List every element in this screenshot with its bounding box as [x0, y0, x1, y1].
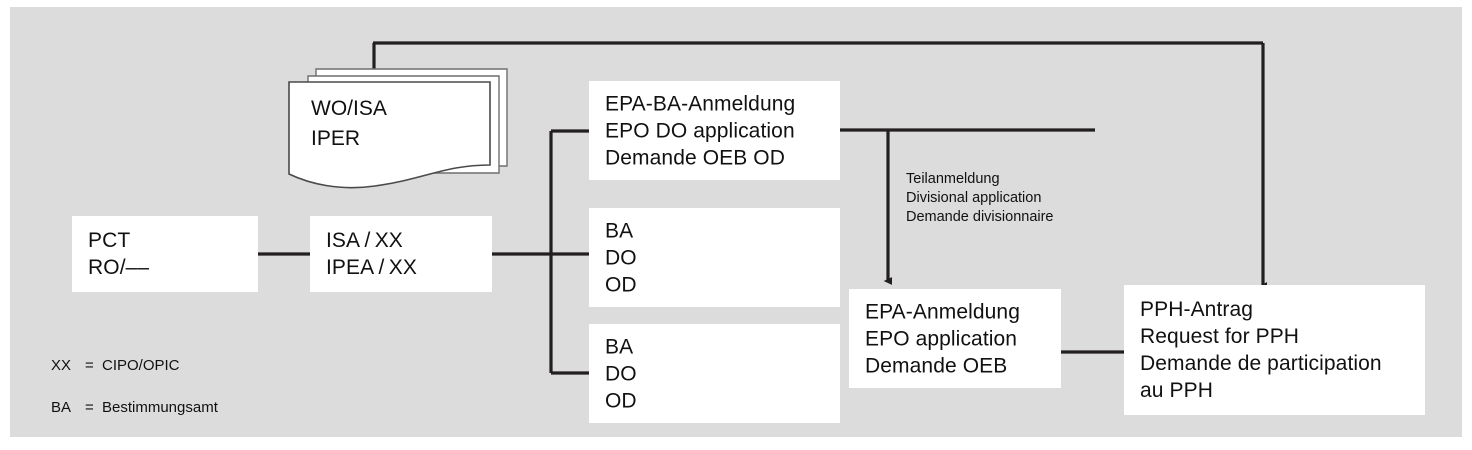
box-pph-line-1: PPH-Antrag — [1140, 298, 1254, 321]
legend-xx-eq: = — [85, 357, 94, 374]
legend-row-xx: XX = CIPO/OPIC — [51, 355, 180, 376]
box-pph-text: PPH-Antrag Request for PPH Demande de pa… — [1140, 296, 1382, 404]
box-isa-ipea-text: ISA / XX IPEA / XX — [326, 227, 417, 281]
box-epa-line-3: Demande OEB — [865, 354, 1008, 377]
box-isa-ipea[interactable]: ISA / XX IPEA / XX — [310, 216, 492, 292]
box-pph-line-2: Request for PPH — [1140, 325, 1300, 348]
legend-xx-key: XX — [51, 357, 72, 374]
legend-ba-eq: = — [85, 399, 94, 416]
legend-xx: XX = CIPO/OPIC — [51, 313, 180, 418]
box-ba-do-od-1-line-1: BA — [605, 219, 634, 242]
annotation-divisional-line-1: Teilanmeldung — [906, 171, 1000, 187]
legend-ba-key: BA — [51, 399, 72, 416]
box-pct[interactable]: PCT RO/–– — [72, 216, 258, 292]
box-pct-text: PCT RO/–– — [88, 227, 149, 281]
legend-xx-value: CIPO/OPIC — [102, 357, 180, 374]
box-epa-ba-line-1: EPA-BA-Anmeldung — [605, 92, 796, 115]
legend-ba-value: Bestimmungsamt — [102, 399, 218, 416]
annotation-divisional-line-3: Demande divisionnaire — [906, 209, 1054, 225]
box-ba-do-od-2[interactable]: BA DO OD — [589, 324, 840, 423]
annotation-divisional-line-2: Divisional application — [906, 190, 1042, 206]
box-epa-line-2: EPO application — [865, 327, 1018, 350]
box-ba-do-od-2-text: BA DO OD — [605, 333, 637, 414]
box-isa-line-2: IPEA / XX — [326, 256, 418, 279]
box-ba-do-od-1-text: BA DO OD — [605, 217, 637, 298]
box-ba-do-od-2-line-2: DO — [605, 362, 637, 385]
document-stack-wo-isa: WO/ISA IPER — [285, 62, 525, 192]
box-epa-ba-line-3: Demande OEB OD — [605, 146, 785, 169]
document-line-2: IPER — [311, 127, 361, 150]
box-ba-do-od-1-line-2: DO — [605, 246, 637, 269]
box-epa-ba-anmeldung[interactable]: EPA-BA-Anmeldung EPO DO application Dema… — [589, 81, 840, 180]
document-stack-text: WO/ISA IPER — [311, 94, 387, 154]
annotation-divisional: Teilanmeldung Divisional application Dem… — [906, 170, 1054, 227]
box-ba-do-od-1[interactable]: BA DO OD — [589, 208, 840, 307]
box-epa-ba-text: EPA-BA-Anmeldung EPO DO application Dema… — [605, 90, 795, 171]
box-pph-line-3: Demande de participation — [1140, 352, 1382, 375]
box-pph-antrag[interactable]: PPH-Antrag Request for PPH Demande de pa… — [1124, 285, 1425, 415]
box-pct-line-1: PCT — [88, 229, 131, 252]
document-sheet-1 — [288, 81, 491, 189]
box-epa-anmeldung[interactable]: EPA-Anmeldung EPO application Demande OE… — [849, 289, 1061, 388]
legend-abbreviations: BA=Bestimmungsamt DO=designated Office O… — [51, 355, 218, 450]
box-pph-line-4: au PPH — [1140, 379, 1213, 402]
box-ba-do-od-2-line-3: OD — [605, 389, 637, 412]
box-ba-do-od-1-line-3: OD — [605, 273, 637, 296]
legend-row-ba: BA = Bestimmungsamt — [51, 397, 218, 418]
box-epa-line-1: EPA-Anmeldung — [865, 300, 1020, 323]
box-isa-line-1: ISA / XX — [326, 229, 403, 252]
box-pct-line-2: RO/–– — [88, 256, 150, 279]
document-stack-shape — [288, 68, 508, 189]
box-epa-ba-line-2: EPO DO application — [605, 119, 795, 142]
box-epa-text: EPA-Anmeldung EPO application Demande OE… — [865, 298, 1020, 379]
box-ba-do-od-2-line-1: BA — [605, 335, 634, 358]
document-line-1: WO/ISA — [311, 97, 387, 120]
